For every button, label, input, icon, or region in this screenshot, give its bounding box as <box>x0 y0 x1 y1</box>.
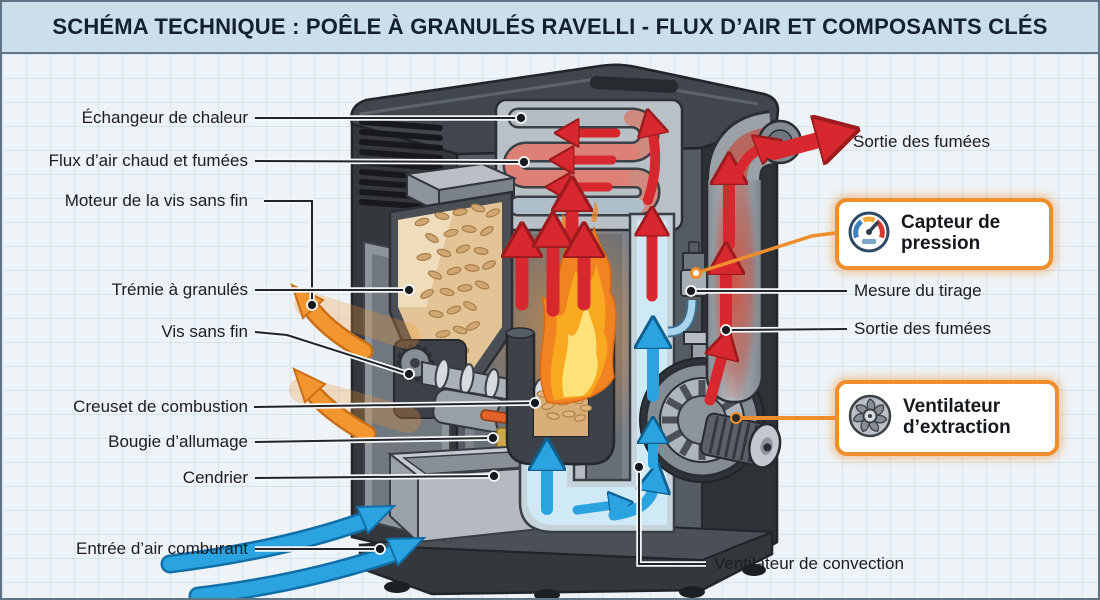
label-draft-measure: Mesure du tirage <box>854 281 982 300</box>
callout-pressure-sensor: Capteur de pression <box>835 198 1053 270</box>
fan-icon <box>847 393 893 444</box>
label-auger-motor: Moteur de la vis sans fin <box>64 191 248 210</box>
label-auger: Vis sans fin <box>161 322 248 341</box>
pressure-gauge-icon <box>847 210 891 259</box>
callout-pressure-sensor-label: Capteur de pression <box>901 212 1001 254</box>
label-convection-fan: Ventilateur de convection <box>714 554 904 573</box>
page-title: SCHÉMA TECHNIQUE : POÊLE À GRANULÉS RAVE… <box>52 14 1048 39</box>
label-pellet-hopper: Trémie à granulés <box>111 280 248 299</box>
label-heat-exchanger: Échangeur de chaleur <box>81 108 248 127</box>
title-bar: SCHÉMA TECHNIQUE : POÊLE À GRANULÉS RAVE… <box>2 2 1098 54</box>
label-igniter: Bougie d’allumage <box>108 432 248 451</box>
callout-extraction-fan-label: Ventilateur d’extraction <box>903 396 1011 438</box>
label-hot-air-flow: Flux d’air chaud et fumées <box>48 151 248 170</box>
label-burn-pot: Creuset de combustion <box>73 397 248 416</box>
label-ash-drawer: Cendrier <box>182 468 248 487</box>
callout-extraction-fan: Ventilateur d’extraction <box>835 380 1059 456</box>
label-air-inlet: Entrée d’air comburant <box>76 539 248 558</box>
label-smoke-outlet-right: Sortie des fumées <box>854 319 992 338</box>
label-smoke-outlet-top: Sortie des fumées <box>853 132 991 151</box>
